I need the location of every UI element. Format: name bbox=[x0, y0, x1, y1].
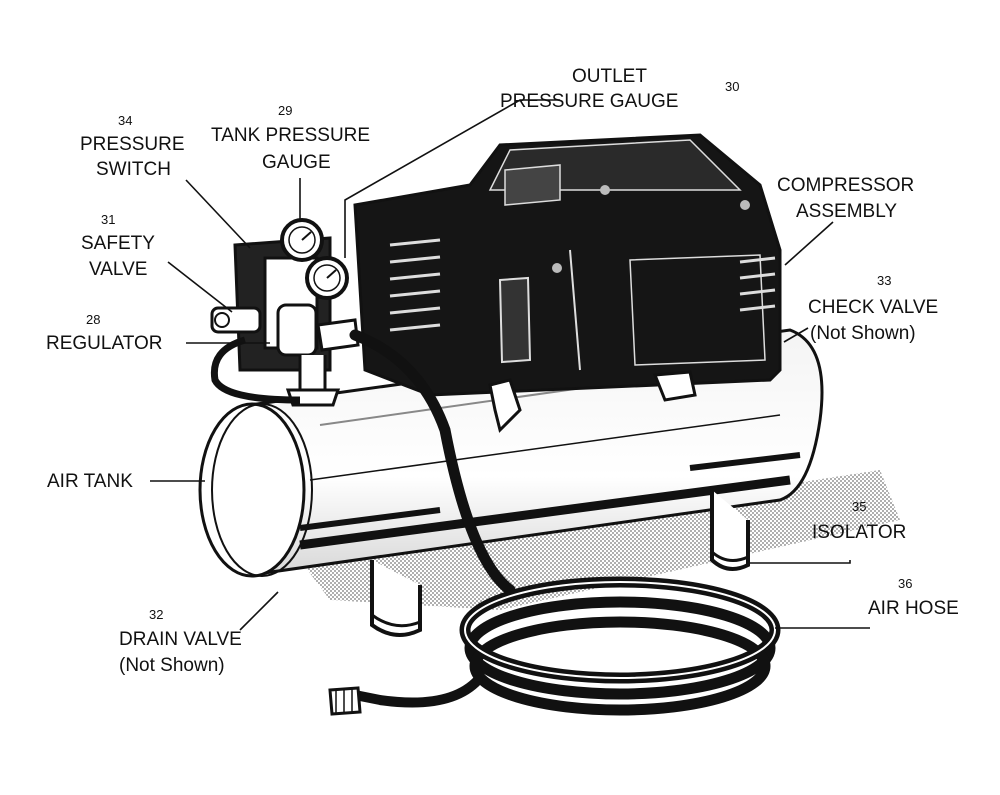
air-hose-label: AIR HOSE bbox=[868, 598, 959, 619]
leader-lines bbox=[150, 99, 870, 631]
isolator-number: 35 bbox=[852, 499, 867, 514]
air-hose-number: 36 bbox=[898, 576, 913, 591]
compressor-assembly-label-line2: ASSEMBLY bbox=[796, 201, 898, 222]
air-tank-label: AIR TANK bbox=[47, 471, 133, 492]
leader-pressure-switch bbox=[185, 179, 251, 249]
leader-outlet-gauge bbox=[344, 99, 560, 258]
drain-valve-number: 32 bbox=[149, 607, 164, 622]
pressure-switch-label-line1: PRESSURE bbox=[80, 134, 185, 155]
tank-feet bbox=[370, 490, 750, 637]
leader-compressor-assembly bbox=[784, 221, 834, 266]
tank-gauge-number: 29 bbox=[278, 103, 293, 118]
leader-safety-valve bbox=[167, 261, 233, 313]
isolator-label: ISOLATOR bbox=[812, 522, 907, 543]
pressure-switch-label-line2: SWITCH bbox=[96, 159, 171, 180]
leader-check-valve bbox=[783, 327, 809, 343]
outlet-gauge-label-line1: OUTLET bbox=[572, 66, 647, 87]
safety-valve-label-line2: VALVE bbox=[89, 259, 148, 280]
pressure-switch-number: 34 bbox=[118, 113, 133, 128]
regulator-number: 28 bbox=[86, 312, 101, 327]
tank-gauge-label-line2: GAUGE bbox=[262, 152, 331, 173]
check-valve-label-line2: (Not Shown) bbox=[810, 323, 916, 344]
check-valve-label-line1: CHECK VALVE bbox=[808, 297, 939, 318]
tank-hose bbox=[210, 336, 301, 404]
regulator-label: REGULATOR bbox=[46, 333, 163, 354]
drain-valve-label-line1: DRAIN VALVE bbox=[119, 629, 242, 650]
tank-gauge-label-line1: TANK PRESSURE bbox=[211, 125, 371, 146]
cooling-fins-right bbox=[739, 256, 776, 312]
air-hose bbox=[349, 329, 781, 716]
outlet-gauge-label-line2: PRESSURE GAUGE bbox=[500, 91, 679, 112]
leader-isolator bbox=[750, 560, 851, 564]
safety-valve-label-line1: SAFETY bbox=[81, 233, 155, 254]
hose-fitting bbox=[328, 686, 362, 716]
leader-drain-valve bbox=[239, 591, 279, 631]
safety-valve-number: 31 bbox=[101, 212, 116, 227]
cooling-fins-left bbox=[389, 238, 441, 332]
outlet-gauge-number: 30 bbox=[725, 79, 740, 94]
compressor-assembly-label-line1: COMPRESSOR bbox=[777, 175, 915, 196]
drain-valve-label-line2: (Not Shown) bbox=[119, 655, 225, 676]
check-valve-number: 33 bbox=[877, 273, 892, 288]
manifold bbox=[210, 218, 360, 407]
compressor-body bbox=[353, 133, 782, 433]
